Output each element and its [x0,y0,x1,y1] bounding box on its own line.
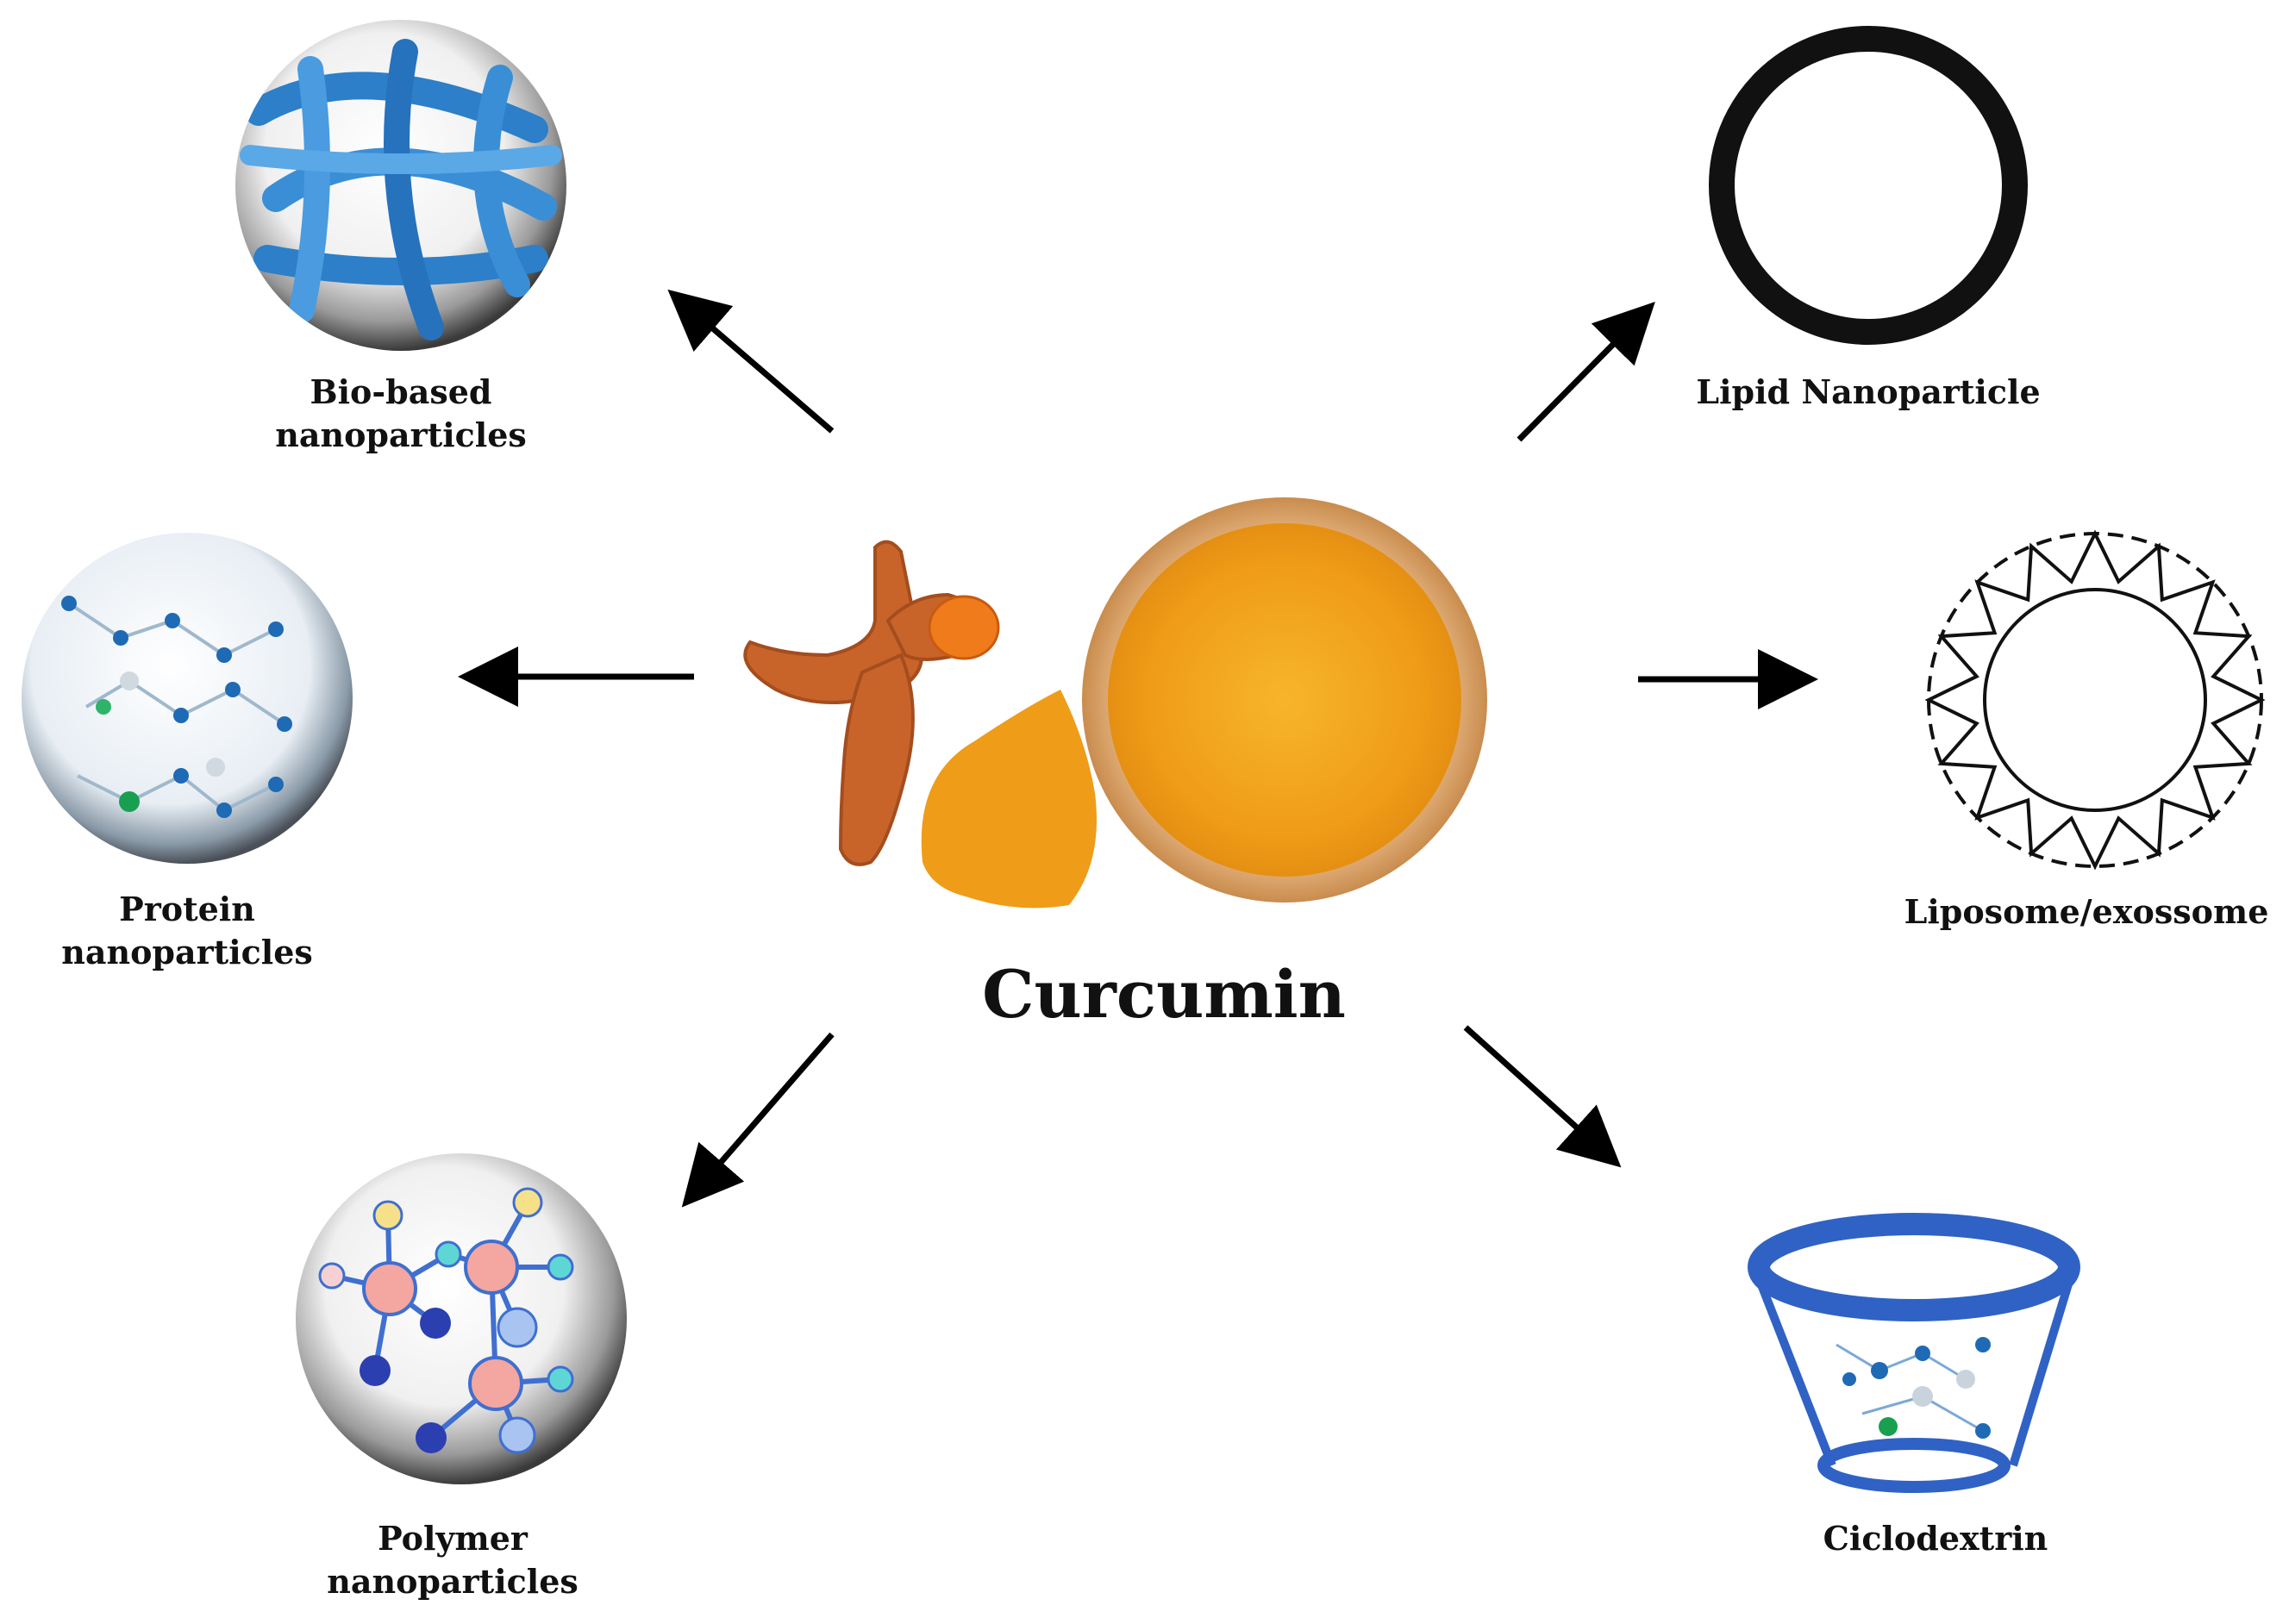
turmeric-root [743,540,982,866]
turmeric-root-cut [928,595,1000,660]
label-lipid: Lipid Nanoparticle [1696,372,2041,411]
arrows [458,289,1818,1208]
label-protein: Protein nanoparticles [61,890,313,971]
liposome-icon [1924,529,2266,871]
arrow-to-polymer [681,1032,835,1208]
label-polymer: Polymer nanoparticles [327,1519,579,1601]
arrow-to-ciclodextrin [1463,1025,1622,1168]
arrow-to-lipid [1517,302,1655,442]
turmeric-image [743,497,1487,909]
bowl-powder [1108,523,1461,877]
powder-pile [921,690,1097,909]
arrow-to-bio-based [667,289,835,434]
polymer-nanoparticle-icon [296,1153,627,1484]
center-title: Curcumin [982,956,1346,1033]
label-ciclodextrin: Ciclodextrin [1823,1519,2048,1558]
label-liposome: Liposome/exossome [1904,892,2269,931]
cyclodextrin-icon [1748,1213,2080,1493]
lipid-nanoparticle-icon [1709,26,2028,345]
protein-nanoparticle-icon [22,533,353,864]
label-bio-based: Bio-based nanoparticles [275,372,527,454]
bio-based-nanoparticle-icon [235,20,566,351]
